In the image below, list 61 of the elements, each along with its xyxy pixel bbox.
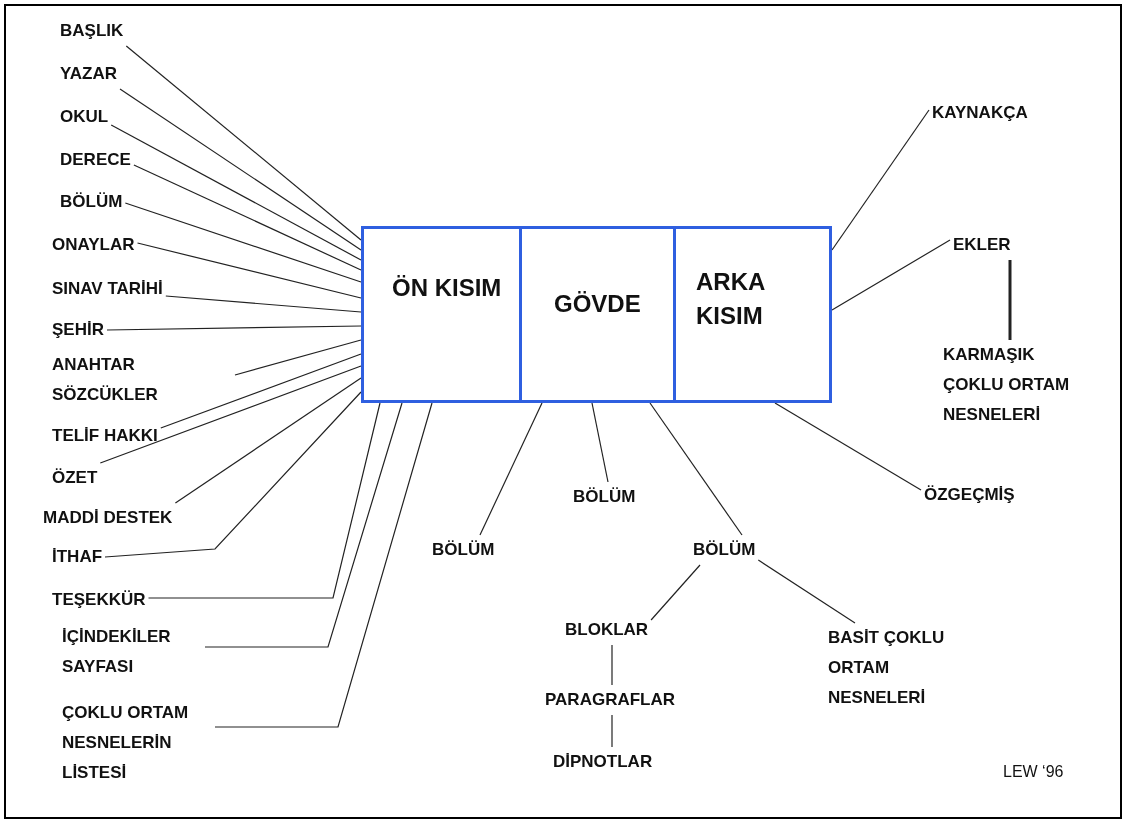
connector-line (104, 391, 362, 558)
part-label: ONAYLAR (49, 230, 138, 260)
section-box (673, 226, 832, 403)
part-label: İÇİNDEKİLER SAYFASI (59, 622, 205, 682)
part-label: BAŞLIK (57, 16, 127, 46)
section-label: GÖVDE (554, 289, 642, 319)
connector-line (831, 239, 951, 311)
part-label: SINAV TARİHİ (49, 274, 166, 304)
part-label: TELİF HAKKI (49, 421, 161, 451)
connector-line (591, 402, 609, 483)
connector-line (757, 559, 856, 624)
part-label: ŞEHİR (49, 315, 107, 345)
part-label: DİPNOTLAR (550, 747, 656, 777)
connector-line (125, 45, 362, 241)
part-label: BÖLÜM (429, 535, 498, 565)
connector-line (650, 564, 701, 621)
part-label: PARAGRAFLAR (542, 685, 678, 715)
connector-line (110, 124, 362, 261)
part-label: DERECE (57, 145, 134, 175)
part-label: ÖZET (49, 463, 101, 493)
connector-line (160, 353, 362, 429)
connector-line (479, 402, 543, 536)
part-label: BÖLÜM (570, 482, 639, 512)
part-label: OKUL (57, 102, 112, 132)
connector-line (1008, 260, 1012, 340)
connector-line (174, 377, 362, 504)
connector-line (106, 325, 362, 331)
part-label: KARMAŞIK ÇOKLU ORTAM NESNELERİ (940, 340, 1087, 430)
connector-line (99, 365, 362, 464)
section-label: ÖN KISIM (392, 273, 503, 303)
part-label: ÖZGEÇMİŞ (921, 480, 1018, 510)
part-label: ANAHTAR SÖZCÜKLER (49, 350, 235, 410)
part-label: BÖLÜM (690, 535, 759, 565)
part-label: YAZAR (57, 59, 120, 89)
part-label: ÇOKLU ORTAM NESNELERİN LİSTESİ (59, 698, 215, 788)
connector-line (214, 402, 433, 728)
connector-line (234, 339, 362, 376)
connector-line (119, 88, 362, 251)
part-label: MADDİ DESTEK (40, 503, 176, 533)
part-label: BÖLÜM (57, 187, 126, 217)
author-note: LEW ‘96 (1002, 762, 1065, 782)
connector-line (165, 295, 362, 313)
connector-line (611, 644, 613, 686)
connector-line (136, 242, 362, 299)
connector-line (147, 402, 381, 599)
part-label: KAYNAKÇA (929, 98, 1031, 128)
connector-line (831, 109, 930, 251)
part-label: BASİT ÇOKLU ORTAM NESNELERİ (825, 623, 991, 713)
part-label: TEŞEKKÜR (49, 585, 149, 615)
connector-line (124, 202, 362, 283)
connector-line (204, 402, 403, 648)
part-label: BLOKLAR (562, 615, 652, 645)
connector-line (649, 402, 743, 536)
connector-line (774, 402, 922, 491)
part-label: İTHAF (49, 542, 106, 572)
connector-line (133, 164, 362, 271)
part-label: EKLER (950, 230, 1014, 260)
section-box (519, 226, 676, 403)
connector-line (611, 714, 613, 748)
section-box (361, 226, 522, 403)
section-label: ARKA KISIM (696, 267, 766, 331)
